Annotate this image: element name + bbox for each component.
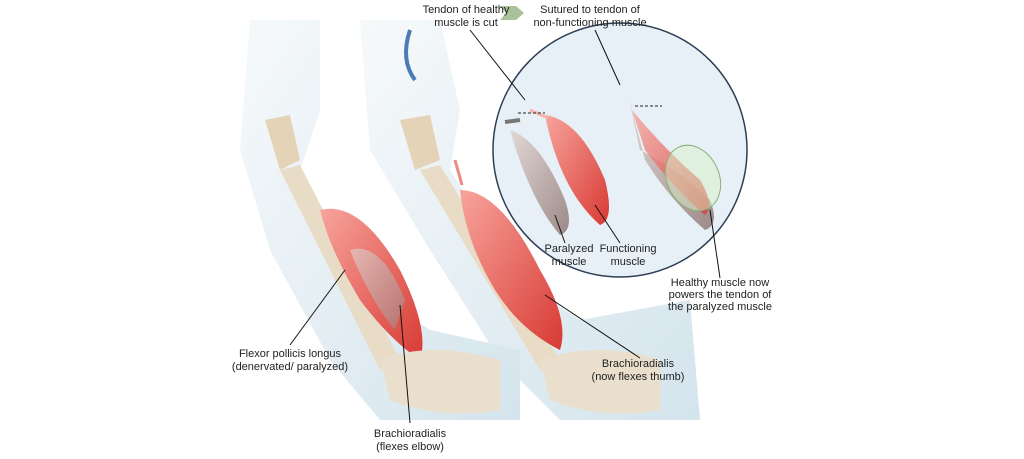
label-brachioradialis-elbow: Brachioradialis(flexes elbow) bbox=[374, 428, 447, 453]
label-brachioradialis-thumb: Brachioradialis(now flexes thumb) bbox=[592, 358, 685, 383]
leader-lines bbox=[289, 29, 721, 424]
right-forearm-illustration bbox=[360, 20, 700, 420]
rotation-arrow-icon bbox=[404, 29, 417, 82]
left-forearm-illustration bbox=[240, 20, 520, 420]
label-flexor-pollicis: Flexor pollicis longus(denervated/ paral… bbox=[232, 348, 348, 373]
functioning-muscle bbox=[545, 115, 609, 225]
transition-arrow-icon bbox=[500, 6, 524, 20]
pull-arrow-icon bbox=[504, 118, 521, 124]
detail-inset-circle bbox=[492, 22, 748, 278]
paralyzed-muscle bbox=[510, 130, 569, 235]
